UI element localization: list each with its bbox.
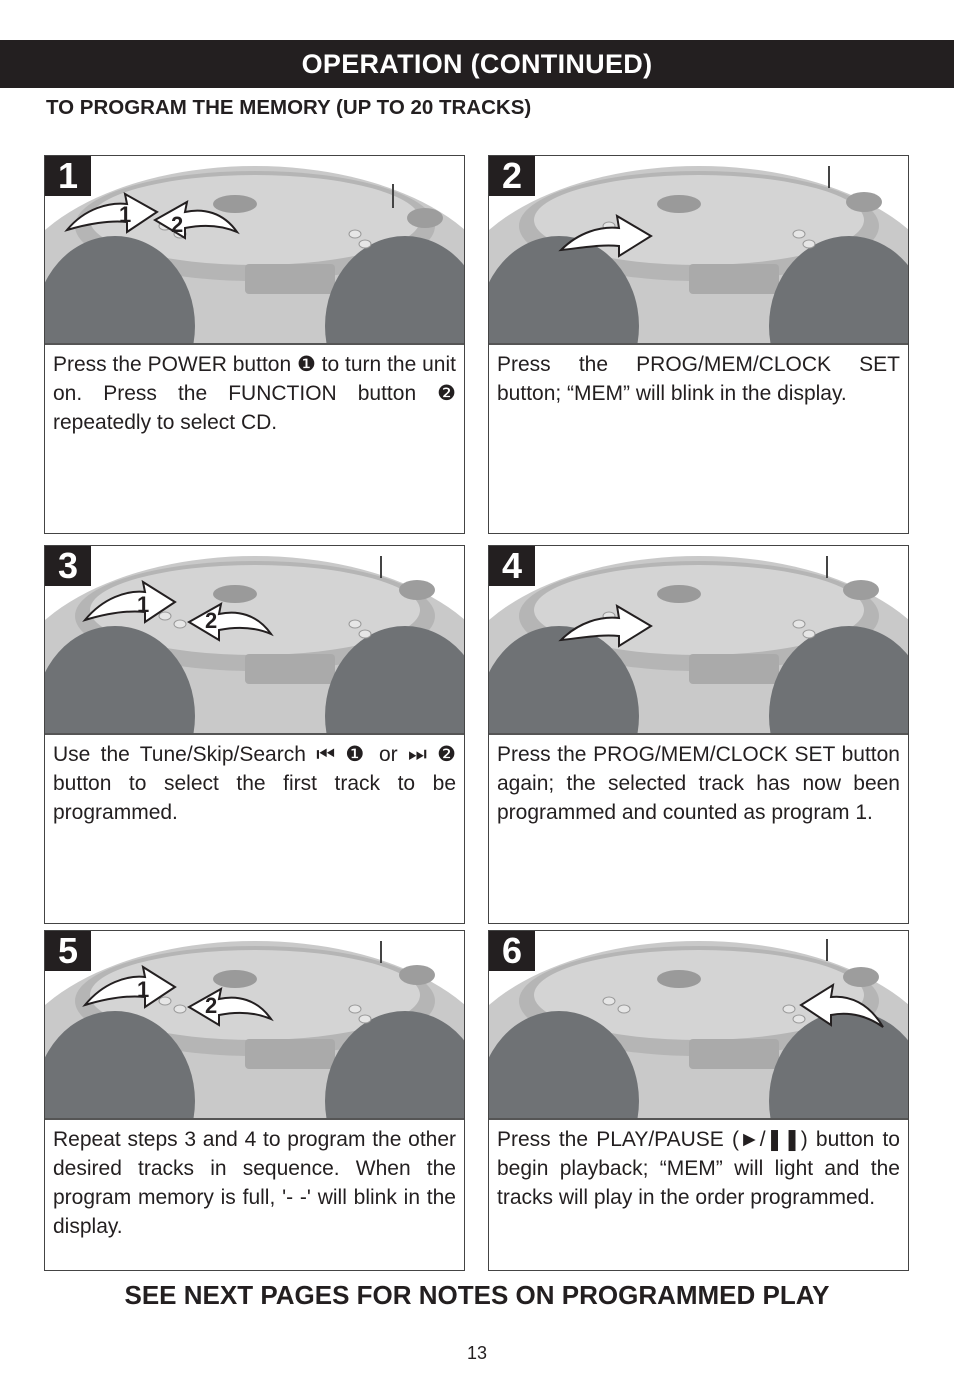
page-title: OPERATION (CONTINUED): [301, 48, 653, 79]
boombox-illustration-6: [489, 931, 908, 1120]
step-panel-1: 1 2 1 Press the POWER button ❶ to turn t…: [44, 155, 465, 534]
step-number-badge: 6: [489, 930, 535, 971]
step-description: Use the Tune/Skip/Search ⏮ ❶ or ⏭ ❷ butt…: [53, 743, 456, 824]
step-panel-4: 4 Press the PROG/MEM/CLOCK SET button ag…: [488, 545, 909, 924]
page-header: OPERATION (CONTINUED): [0, 40, 954, 88]
step-description: Press the PROG/MEM/CLOCK SET button; “ME…: [497, 353, 900, 405]
step-description: Repeat steps 3 and 4 to program the othe…: [53, 1128, 456, 1238]
step-number-badge: 4: [489, 545, 535, 586]
arrow-label-1: 1: [137, 977, 149, 1002]
boombox-illustration-2: [489, 156, 908, 345]
arrow-label-2: 2: [205, 993, 217, 1018]
step-number-badge: 2: [489, 155, 535, 196]
step-panel-6: 6 Press the PLAY/PAUSE (►/❚❚) button to …: [488, 930, 909, 1271]
step-panel-5: 1 2 5 Repeat steps 3 and 4 to program th…: [44, 930, 465, 1271]
step-description: Press the POWER button ❶ to turn the uni…: [53, 353, 456, 434]
step-description: Press the PROG/MEM/CLOCK SET button agai…: [497, 743, 900, 824]
step-description: Press the PLAY/PAUSE (►/❚❚) button to be…: [497, 1128, 900, 1209]
boombox-illustration-3: 1 2: [45, 546, 464, 735]
arrow-label-1: 1: [119, 202, 131, 227]
boombox-illustration-1: 1 2: [45, 156, 464, 345]
step-number-badge: 3: [45, 545, 91, 586]
arrow-label-1: 1: [137, 592, 149, 617]
step-number-badge: 1: [45, 155, 91, 196]
step-number-badge: 5: [45, 930, 91, 971]
step-panel-2: 2 Press the PROG/MEM/CLOCK SET button; “…: [488, 155, 909, 534]
arrow-label-2: 2: [171, 212, 183, 237]
page-number: 13: [466, 1343, 488, 1363]
arrow-label-2: 2: [205, 608, 217, 633]
boombox-illustration-4: [489, 546, 908, 735]
footer-note: SEE NEXT PAGES FOR NOTES ON PROGRAMMED P…: [124, 1280, 830, 1310]
boombox-illustration-5: 1 2: [45, 931, 464, 1120]
step-panel-3: 1 2 3 Use the Tune/Skip/Search ⏮ ❶ or ⏭ …: [44, 545, 465, 924]
section-subtitle: TO PROGRAM THE MEMORY (UP TO 20 TRACKS): [46, 96, 532, 119]
